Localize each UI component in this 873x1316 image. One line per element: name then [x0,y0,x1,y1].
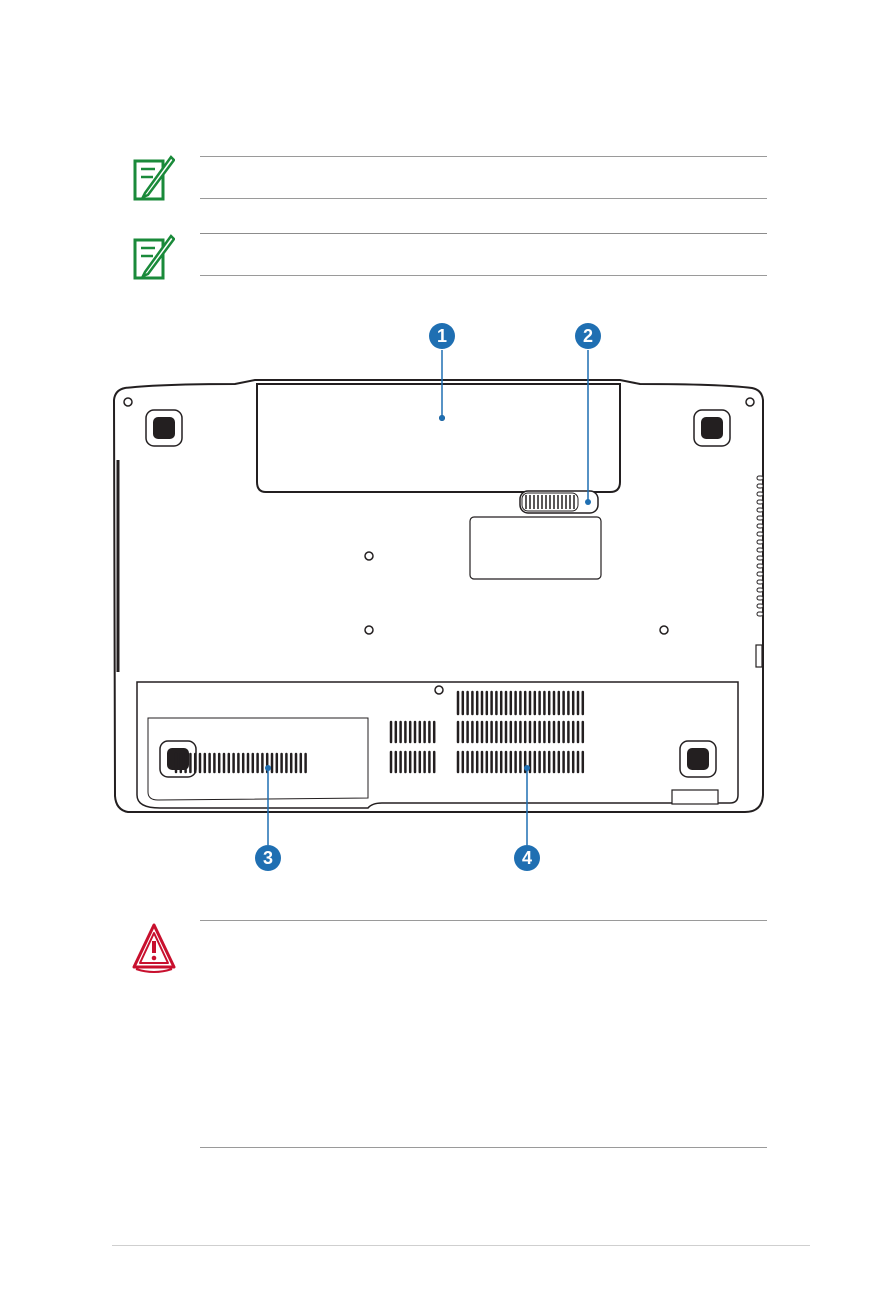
note-bottom-rule [200,275,767,276]
note-bottom-rule [200,198,767,199]
warning-icon [132,923,176,973]
callout-3: 3 [255,845,281,871]
warning-top-rule [200,920,767,921]
callout-2: 2 [575,323,601,349]
note-icon [133,234,175,280]
note-top-rule [200,156,767,157]
footer-rule [112,1245,810,1246]
callout-4: 4 [514,845,540,871]
callout-1: 1 [429,323,455,349]
note-icon [133,155,175,201]
note-top-rule [200,233,767,234]
warning-bottom-rule [200,1147,767,1148]
